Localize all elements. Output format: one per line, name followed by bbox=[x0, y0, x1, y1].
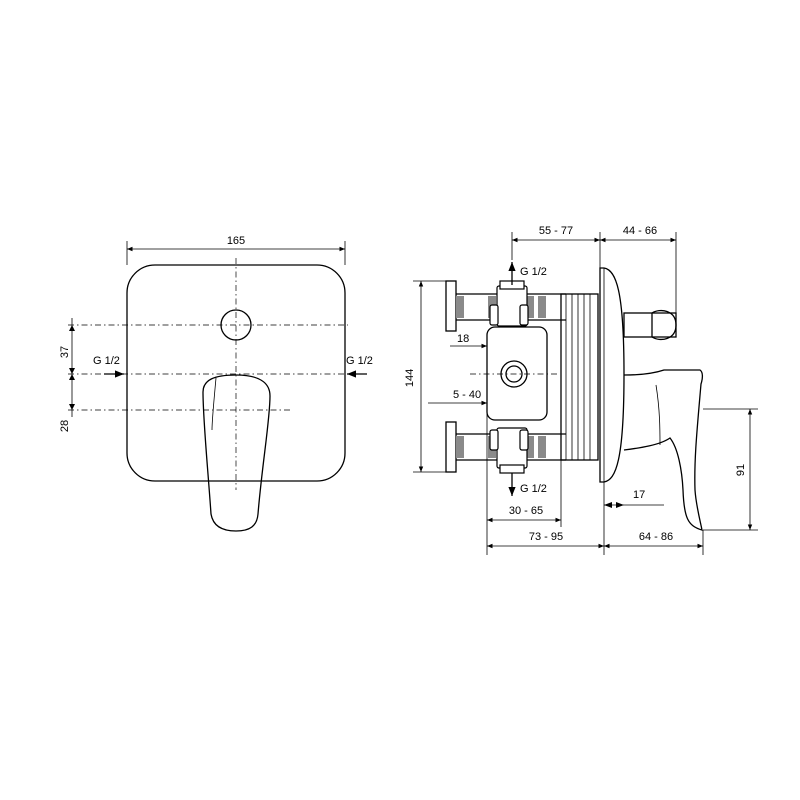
lever-handle-edge bbox=[211, 377, 217, 431]
side-view: 144 55 - 77 44 - 66 G 1/2 G 1/2 18 5 - 4… bbox=[404, 225, 758, 555]
diverter-knob bbox=[220, 309, 252, 341]
cover-plate-side bbox=[599, 267, 625, 483]
lever-handle bbox=[202, 374, 271, 532]
dim-165-label: 165 bbox=[227, 235, 245, 247]
front-view: 165 37 28 G 1/2 G 1/2 bbox=[59, 235, 373, 532]
dim-18-label: 18 bbox=[457, 333, 469, 345]
valve-body bbox=[486, 326, 548, 421]
left-plate-top bbox=[445, 280, 457, 332]
cover-plate bbox=[126, 264, 346, 482]
outlet-bottom-label: G 1/2 bbox=[520, 483, 547, 495]
inlet-left-label: G 1/2 bbox=[93, 355, 120, 367]
dim-64-86-label: 64 - 86 bbox=[639, 531, 673, 543]
dim-55-77-label: 55 - 77 bbox=[539, 225, 573, 237]
dim-44-66-label: 44 - 66 bbox=[623, 225, 657, 237]
outlet-top-label: G 1/2 bbox=[520, 266, 547, 278]
left-plate-bottom bbox=[445, 421, 457, 473]
dim-28-label: 28 bbox=[59, 420, 71, 432]
inlet-right-label: G 1/2 bbox=[346, 355, 373, 367]
dim-37-label: 37 bbox=[59, 346, 71, 358]
threaded-cylinder bbox=[560, 293, 599, 461]
dim-5-40-label: 5 - 40 bbox=[453, 389, 481, 401]
dim-73-95-label: 73 - 95 bbox=[529, 531, 563, 543]
dim-91-label: 91 bbox=[735, 464, 747, 476]
dim-144-label: 144 bbox=[404, 369, 416, 387]
dim-30-65-label: 30 - 65 bbox=[509, 505, 543, 517]
dim-17-label: 17 bbox=[633, 489, 645, 501]
diverter-knob-side bbox=[623, 312, 677, 338]
lever-side bbox=[623, 369, 704, 531]
